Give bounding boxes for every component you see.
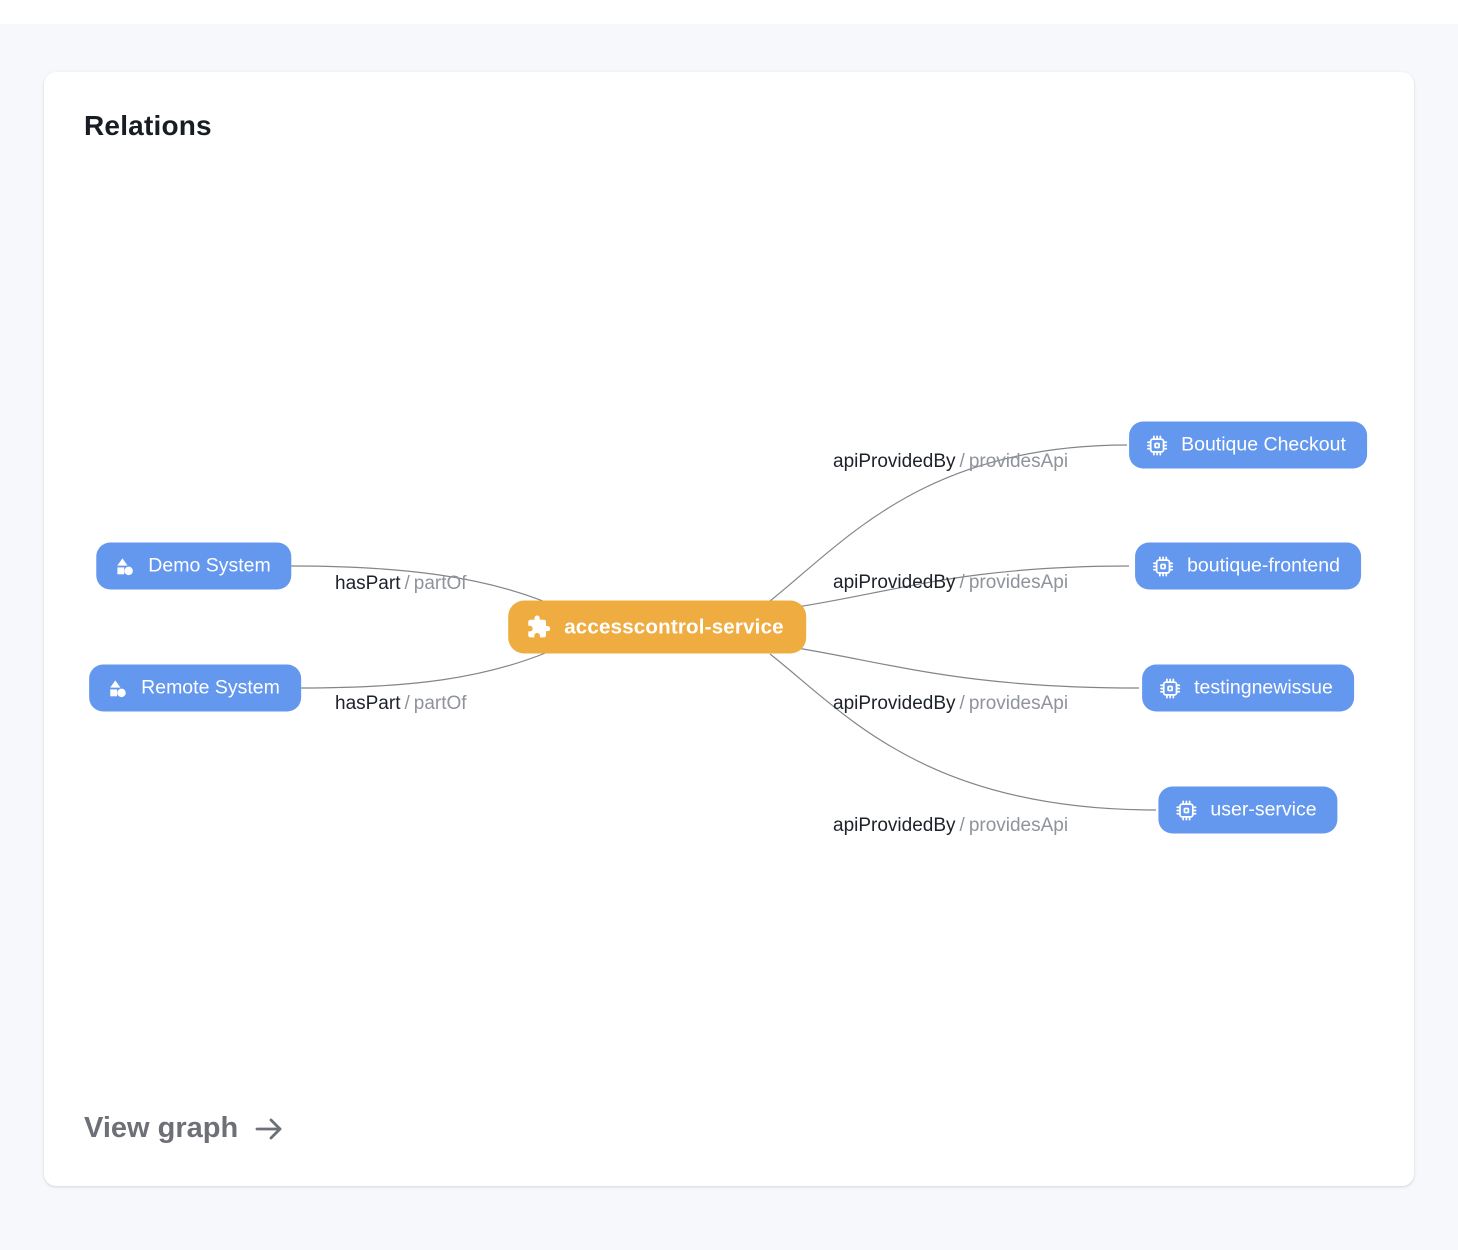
shapes-icon [106, 677, 128, 699]
edge-user-service [769, 653, 1157, 811]
card-title: Relations [84, 110, 212, 141]
edge-label-api-userservice: apiProvidedBy/providesApi [833, 815, 1069, 836]
edge-label-haspart-remote: hasPart/partOf [335, 693, 467, 714]
relations-graph: hasPart/partOf hasPart/partOf apiProvide… [44, 72, 1414, 1186]
edge-demo-system [290, 565, 549, 604]
puzzle-icon [526, 615, 551, 640]
arrow-right-icon [253, 1115, 285, 1143]
shapes-icon [113, 555, 135, 577]
edge-label-api-checkout: apiProvidedBy/providesApi [833, 451, 1069, 472]
entity-node-user-service[interactable]: user-service [1158, 786, 1338, 834]
page-top-strip [0, 0, 1458, 24]
entity-node-accesscontrol-service[interactable]: accesscontrol-service [508, 600, 806, 654]
chip-icon [1152, 555, 1174, 577]
node-label: Demo System [148, 554, 271, 577]
entity-node-testingnewissue[interactable]: testingnewissue [1142, 664, 1354, 712]
entity-node-boutique-checkout[interactable]: Boutique Checkout [1129, 421, 1367, 469]
edge-label-haspart-demo: hasPart/partOf [335, 573, 467, 594]
edge-boutique-checkout [769, 444, 1128, 602]
view-graph-link[interactable]: View graph [84, 1112, 285, 1145]
chip-icon [1159, 677, 1181, 699]
node-label: Boutique Checkout [1181, 433, 1346, 456]
entity-node-remote-system[interactable]: Remote System [89, 664, 301, 712]
chip-icon [1175, 799, 1197, 821]
node-label: user-service [1210, 798, 1317, 821]
entity-node-boutique-frontend[interactable]: boutique-frontend [1135, 542, 1361, 590]
edge-label-api-frontend: apiProvidedBy/providesApi [833, 572, 1069, 593]
edge-label-api-testing: apiProvidedBy/providesApi [833, 693, 1069, 714]
entity-node-demo-system[interactable]: Demo System [96, 542, 292, 590]
chip-icon [1146, 434, 1168, 456]
node-label: Remote System [141, 676, 280, 699]
node-label: testingnewissue [1194, 676, 1333, 699]
edge-boutique-frontend [796, 565, 1130, 608]
relation-edges [290, 444, 1157, 811]
edge-testingnewissue [796, 647, 1140, 689]
node-label: accesscontrol-service [564, 615, 784, 638]
relations-card: Relations hasPart/partOf hasPart/partOf … [44, 72, 1414, 1186]
view-graph-label: View graph [84, 1112, 239, 1144]
edge-remote-system [300, 651, 549, 689]
node-label: boutique-frontend [1187, 554, 1340, 577]
